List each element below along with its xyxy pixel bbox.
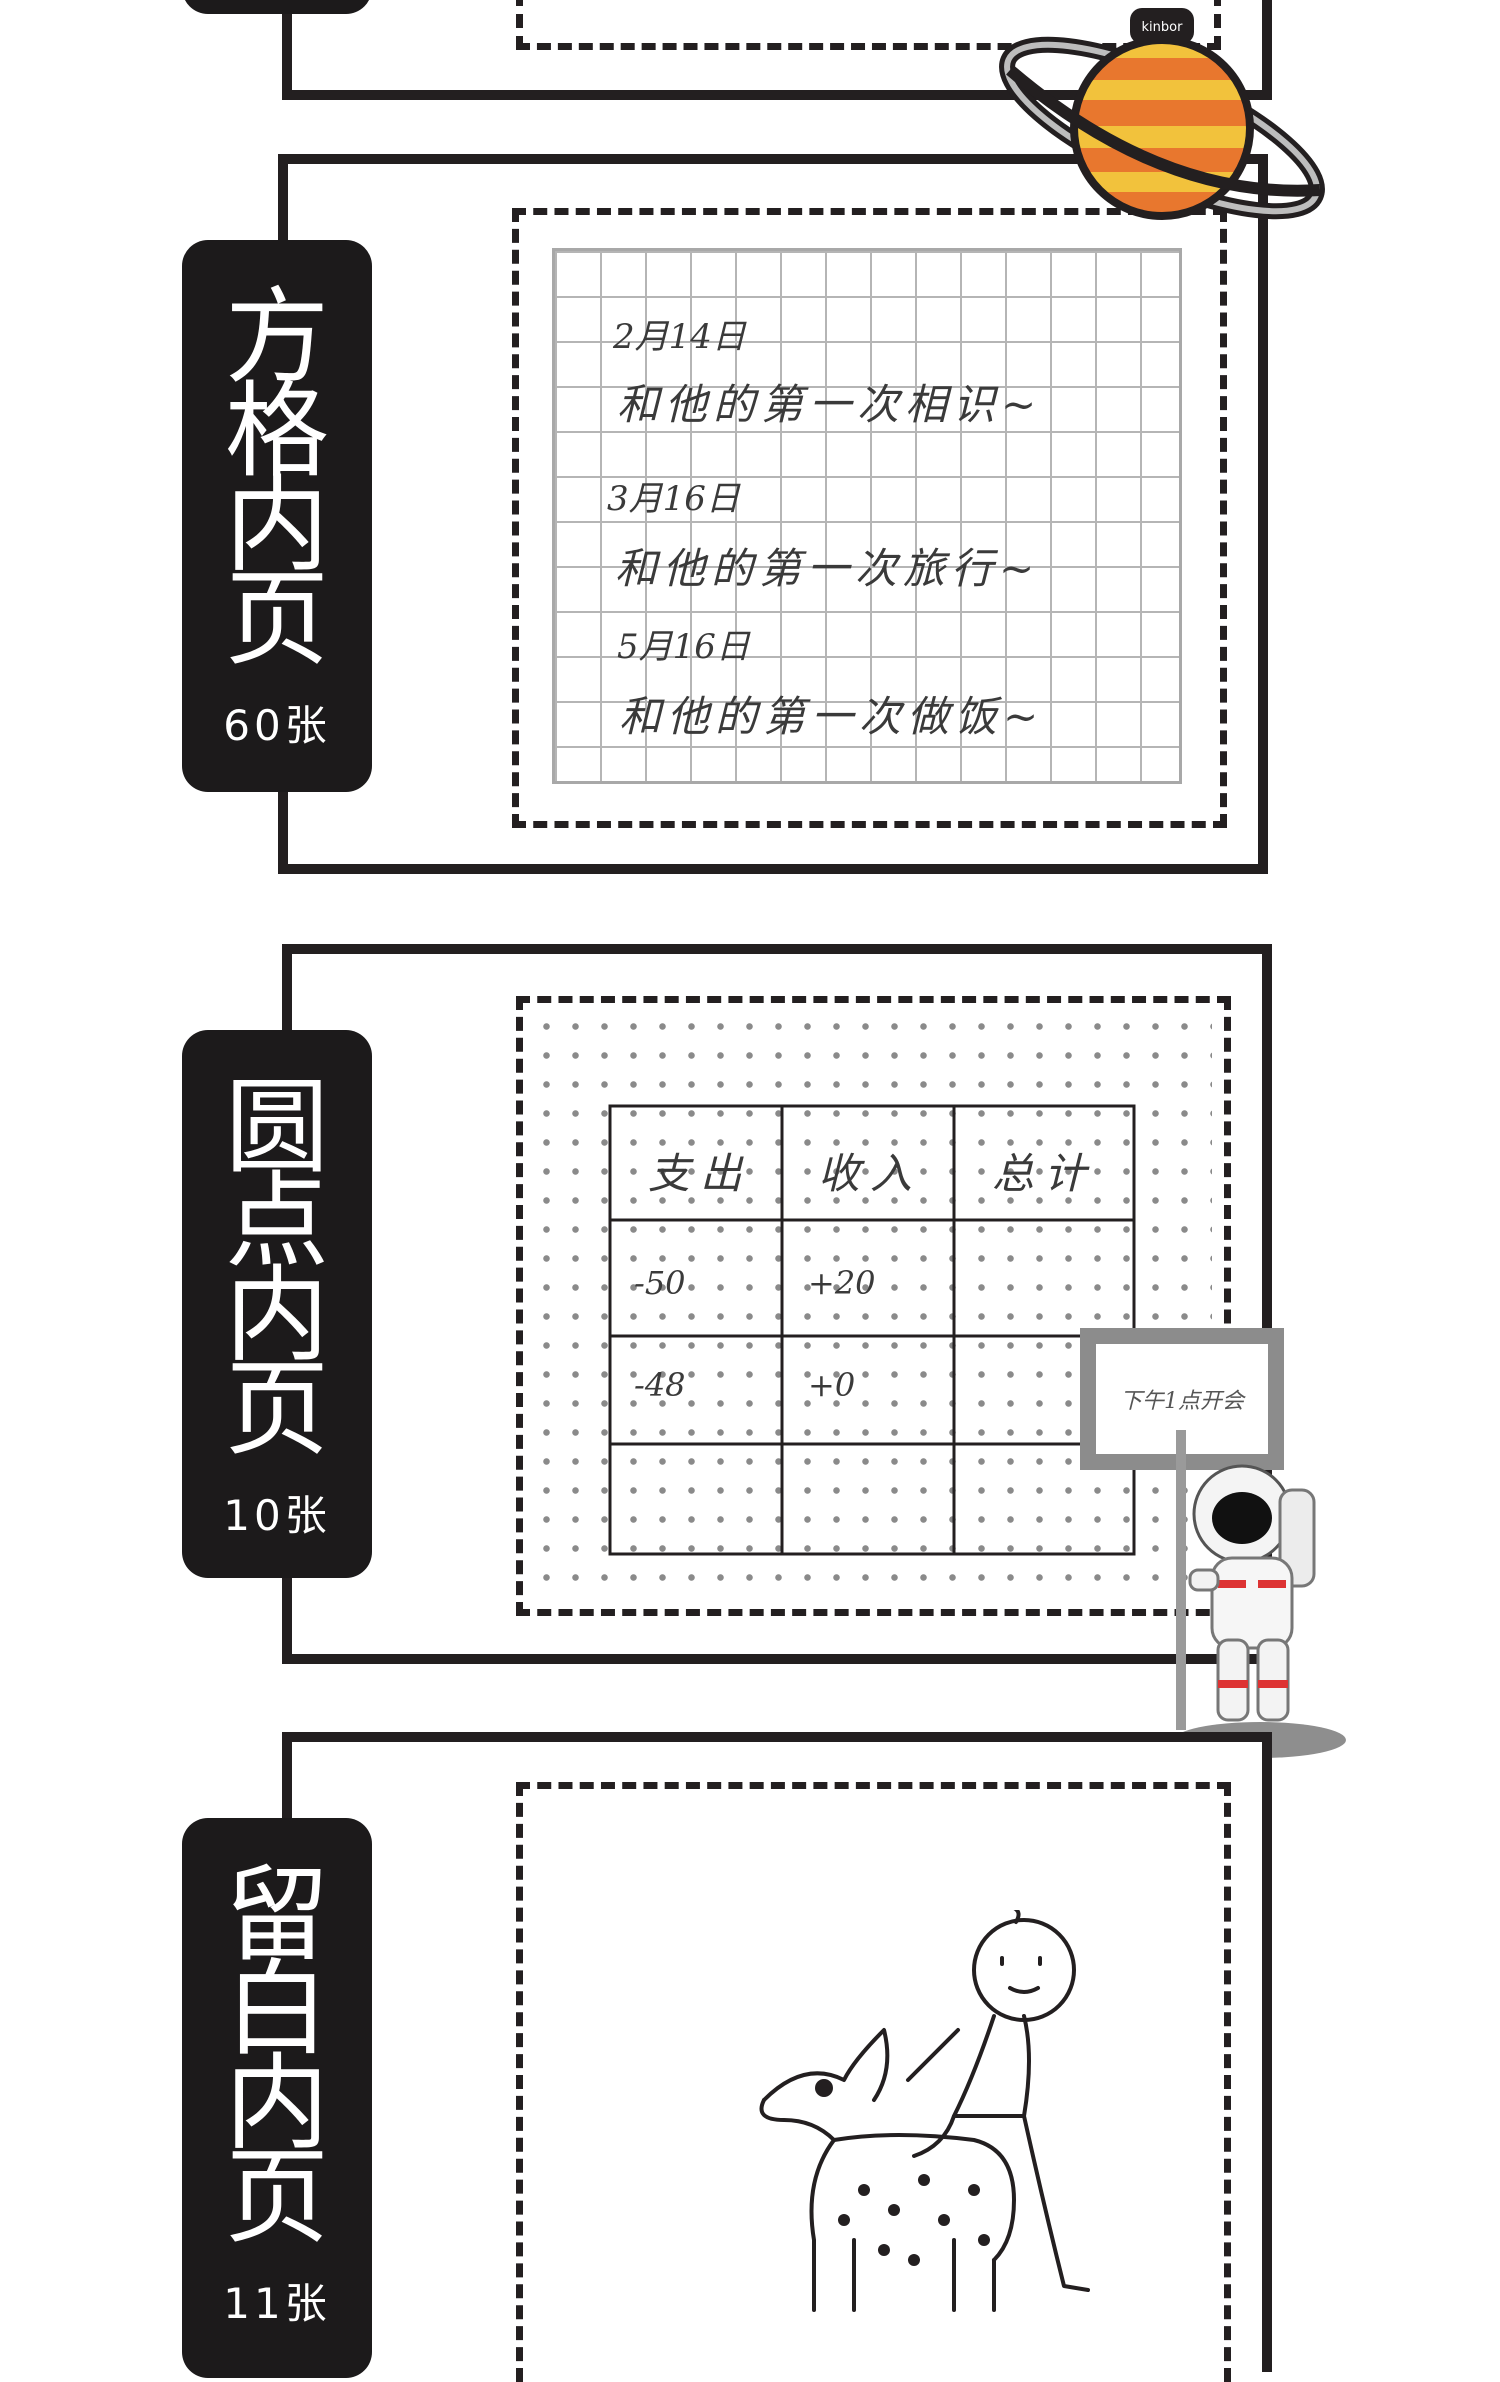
expense-table: 支出 收入 总计 -50 +20 -48 +0 bbox=[608, 1104, 1136, 1556]
table-header-cell: 总计 bbox=[992, 1149, 1097, 1198]
table-cell: +0 bbox=[808, 1366, 856, 1404]
astronaut-figure bbox=[1174, 1430, 1346, 1758]
blank-section-title: 留 白 内 页 bbox=[224, 1854, 329, 2258]
top-section-tag bbox=[182, 0, 372, 14]
blank-section-count: 11张 bbox=[223, 2279, 331, 2328]
astronaut-sign: 下午1点开会 bbox=[1080, 1328, 1284, 1470]
table-cell: -50 bbox=[634, 1264, 686, 1302]
table-cell: -48 bbox=[634, 1366, 686, 1404]
planet-sticker: kinbor bbox=[999, 8, 1325, 220]
blank-section-dashed-border bbox=[516, 1782, 1231, 2382]
dot-section-dashed-border bbox=[516, 996, 1231, 1616]
grid-entry-date: 3月16日 bbox=[607, 479, 740, 519]
grid-entry-text: 和他的第一次做饭~ bbox=[619, 692, 1045, 741]
blank-section-frame bbox=[282, 1732, 1272, 2372]
grid-entry-text: 和他的第一次相识~ bbox=[617, 380, 1043, 429]
grid-entry-date: 5月16日 bbox=[617, 627, 750, 667]
grid-section-title: 方 格 内 页 bbox=[224, 276, 329, 680]
dot-section-tag: 圆 点 内 页 10张 bbox=[182, 1030, 372, 1578]
astronaut-sign-text: 下午1点开会 bbox=[1120, 1389, 1244, 1414]
table-cell: +20 bbox=[808, 1264, 876, 1302]
table-header-cell: 收入 bbox=[818, 1149, 923, 1198]
grid-entry-text: 和他的第一次旅行~ bbox=[615, 544, 1041, 593]
dot-section-title: 圆 点 内 页 bbox=[224, 1066, 329, 1470]
table-header-cell: 支出 bbox=[648, 1149, 753, 1198]
dot-section-count: 10张 bbox=[223, 1491, 331, 1540]
grid-entry-date: 2月14日 bbox=[613, 317, 746, 357]
grid-section-dashed-border bbox=[512, 208, 1227, 828]
grid-paper: 2月14日 和他的第一次相识~ 3月16日 和他的第一次旅行~ 5月16日 和他… bbox=[552, 248, 1182, 784]
top-section-dashed-border bbox=[516, 0, 1221, 50]
grid-section-count: 60张 bbox=[223, 701, 331, 750]
blank-section-tag: 留 白 内 页 11张 bbox=[182, 1818, 372, 2378]
dot-paper bbox=[532, 1012, 1212, 1602]
boy-riding-dog-drawing bbox=[759, 1910, 1090, 2312]
grid-section-tag: 方 格 内 页 60张 bbox=[182, 240, 372, 792]
planet-logo-text: kinbor bbox=[1142, 20, 1184, 35]
